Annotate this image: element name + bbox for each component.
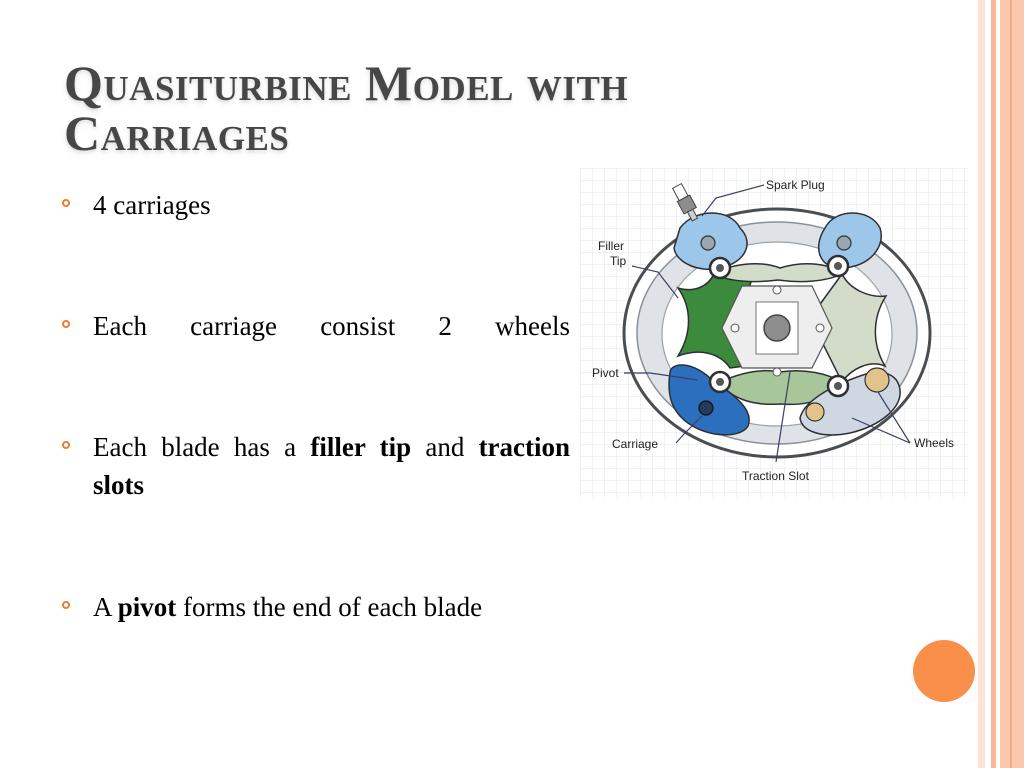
center-shaft <box>763 314 791 342</box>
blade-right <box>809 272 888 384</box>
quasiturbine-diagram: Spark Plug Filler Tip Pivot Carriage Tra… <box>580 168 968 503</box>
decor-circle <box>913 640 975 702</box>
label-carriage: Carriage <box>612 437 658 451</box>
bullet-marker <box>62 320 70 328</box>
bullet-text: A pivot forms the end of each blade <box>93 588 570 626</box>
label-tip: Tip <box>610 254 627 268</box>
hub-bolt <box>730 323 740 333</box>
bullet-bold-text: filler tip <box>310 432 412 462</box>
bullet-bold-text: pivot <box>117 592 177 622</box>
label-traction-slot: Traction Slot <box>742 469 810 483</box>
wheel-icon <box>836 235 852 251</box>
label-spark-plug: Spark Plug <box>766 178 825 192</box>
label-pivot: Pivot <box>592 366 619 380</box>
pivot-center <box>834 382 842 390</box>
bullet-text-part: and <box>411 432 479 462</box>
spark-plug-icon <box>671 182 699 222</box>
bullet-item: 4 carriages <box>62 186 570 224</box>
wheel-icon <box>700 235 716 251</box>
bullet-item: A pivot forms the end of each blade <box>62 588 570 626</box>
hub-bolt <box>772 367 782 377</box>
decor-stripe <box>978 0 985 768</box>
label-wheels: Wheels <box>914 436 954 450</box>
pivot-center <box>716 378 724 386</box>
decor-stripe <box>996 0 1000 768</box>
bullet-text-part: Each blade has a <box>93 432 311 462</box>
leader-lines <box>624 184 911 463</box>
bullet-text-part: forms the end of each blade <box>176 592 483 622</box>
bullet-marker <box>62 199 70 207</box>
bullet-item: Each blade has a filler tip and traction… <box>62 428 570 504</box>
label-filler: Filler <box>598 239 624 253</box>
carriage-bottom-left <box>668 364 750 436</box>
slide-title: Quasiturbine Model with Carriages <box>64 55 629 161</box>
bullet-text: 4 carriages <box>93 190 211 220</box>
bullet-text: Each blade has a filler tip and traction… <box>93 428 570 504</box>
hub-bolt <box>772 285 782 295</box>
wheel-icon <box>805 402 825 422</box>
decor-stripe <box>1010 0 1012 768</box>
bullet-marker <box>62 601 70 609</box>
bullet-marker <box>62 441 70 449</box>
wheel-icon <box>864 367 890 393</box>
bullet-text-part: A <box>93 592 118 622</box>
decor-stripe <box>1000 0 1024 768</box>
wheel-icon <box>698 400 714 416</box>
decor-stripe <box>985 0 991 768</box>
pivot-center <box>834 262 842 270</box>
bullet-bold-text: traction slots <box>93 432 571 500</box>
decor-stripe <box>991 0 996 768</box>
hub-bolt <box>815 323 825 333</box>
bullet-item: Each carriage consist 2 wheels <box>62 307 570 345</box>
pivot-center <box>716 264 724 272</box>
bullet-text: Each carriage consist 2 wheels <box>93 311 570 341</box>
